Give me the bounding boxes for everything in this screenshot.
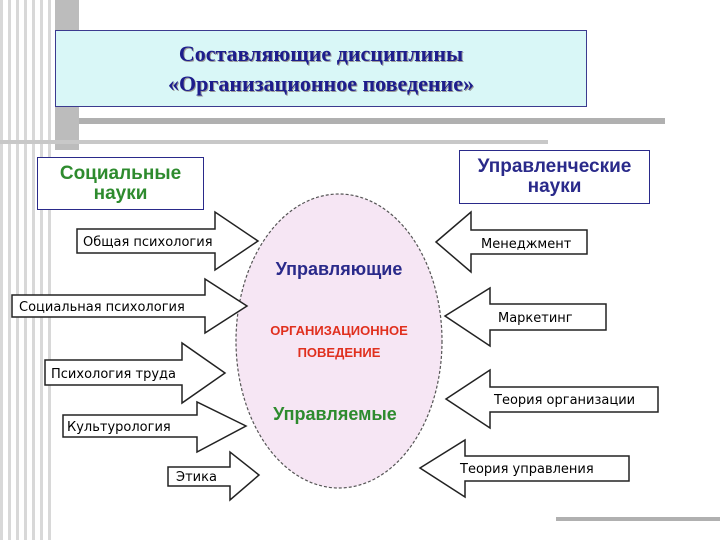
management-sciences-line-1: Управленческие [477, 156, 632, 177]
center-label-line-2: ПОВЕДЕНИЕ [298, 345, 381, 360]
arrow-management-theory: Теория управления [418, 438, 630, 499]
label-management-theory: Теория управления [459, 462, 594, 477]
label-social-psychology: Социальная психология [19, 300, 185, 315]
arrow-labor-psychology: Психология труда [44, 341, 227, 405]
social-sciences-line-1: Социальные [59, 162, 182, 184]
managing-label: Управляющие [276, 259, 403, 279]
label-culturology: Культурология [67, 420, 171, 435]
organizational-behavior-oval [235, 193, 443, 489]
title-line-1: Составляющие дисциплины [178, 40, 464, 66]
title-line-2: «Организационное поведение» [168, 70, 474, 96]
arrow-culturology: Культурология [62, 400, 248, 454]
arrow-social-psychology: Социальная психология [11, 277, 249, 335]
label-ethics: Этика [176, 470, 217, 485]
arrow-marketing: Маркетинг [443, 286, 607, 348]
management-sciences-line-2: науки [527, 176, 582, 197]
arrow-general-psychology: Общая психология [76, 210, 260, 272]
title-box: Составляющие дисциплины «Организационное… [55, 30, 587, 107]
management-sciences-box: Управленческие науки [459, 150, 650, 204]
social-sciences-box: Социальные науки [37, 157, 204, 210]
arrow-management: Менеджмент [434, 210, 588, 274]
label-labor-psychology: Психология труда [51, 367, 176, 382]
label-marketing: Маркетинг [498, 311, 573, 326]
label-organization-theory: Теория организации [493, 393, 635, 408]
center-label-line-1: ОРГАНИЗАЦИОННОЕ [270, 323, 408, 338]
social-sciences-line-2: науки [93, 182, 148, 204]
arrow-ethics: Этика [167, 450, 261, 502]
arrow-organization-theory: Теория организации [444, 368, 659, 430]
label-management: Менеджмент [481, 237, 572, 252]
managed-label: Управляемые [273, 404, 397, 424]
label-general-psychology: Общая психология [83, 235, 213, 250]
